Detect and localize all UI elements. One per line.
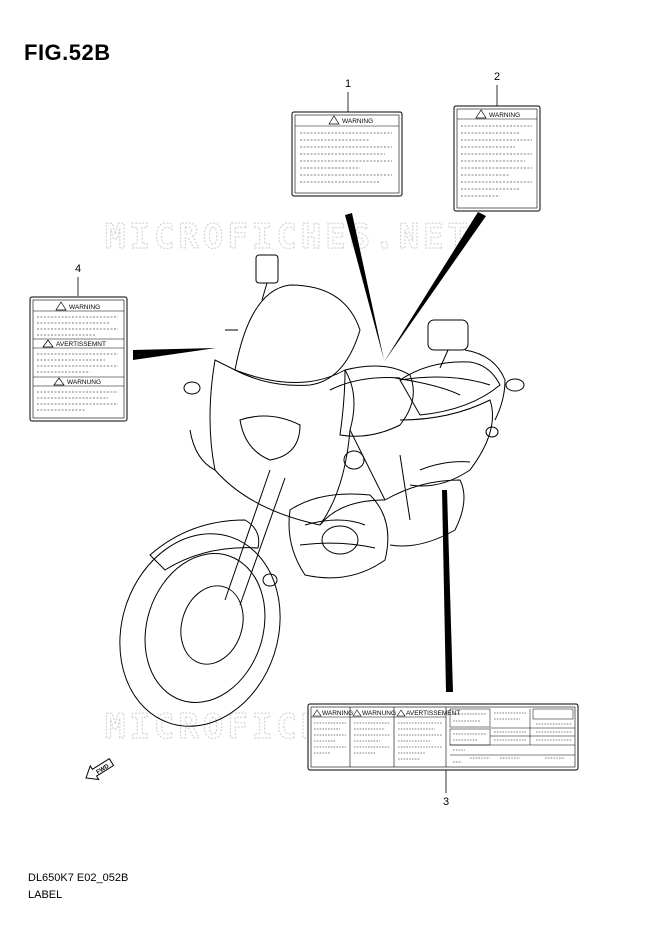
- svg-text:WARNUNG: WARNUNG: [362, 710, 396, 717]
- warning-triangle-icon: [328, 115, 340, 125]
- label-4-trilingual-warning: WARNING AVERTISSEMNT WARNUNG: [29, 296, 128, 422]
- warning-triangle-icon: [396, 709, 406, 717]
- motorcycle-illustration: [119, 254, 525, 727]
- leader-label-2: [384, 212, 486, 362]
- forward-arrow-icon: FWD: [85, 758, 115, 781]
- svg-text:3: 3: [443, 796, 449, 808]
- callout-4: 4: [75, 263, 81, 296]
- warning-triangle-icon: [55, 301, 67, 311]
- warning-triangle-icon: [475, 109, 487, 119]
- callout-2: 2: [494, 71, 500, 106]
- svg-text:2: 2: [494, 71, 500, 83]
- svg-text:WARNING: WARNING: [322, 710, 353, 717]
- leader-wedges: [133, 212, 486, 692]
- label-2-warning: WARNING: [453, 105, 541, 212]
- svg-text:WARNING: WARNING: [69, 304, 100, 311]
- svg-text:AVERTISSEMENT: AVERTISSEMENT: [406, 710, 460, 717]
- figure-title: FIG.52B: [24, 40, 111, 65]
- leader-label-4: [133, 348, 216, 360]
- warning-triangle-icon: [42, 339, 54, 348]
- model-code: DL650K7 E02_052B: [28, 872, 129, 884]
- section-name: LABEL: [28, 889, 63, 901]
- leader-label-1: [345, 213, 384, 360]
- svg-text:1: 1: [345, 78, 351, 90]
- label-1-warning: WARNING: [291, 111, 403, 197]
- warning-triangle-icon: [53, 377, 65, 386]
- label-3-tire-info-warning: WARNING WARNUNG AVERTISSEMENT: [307, 703, 579, 771]
- warning-triangle-icon: [312, 709, 322, 717]
- warning-triangle-icon: [352, 709, 362, 717]
- leader-label-3: [442, 490, 453, 692]
- watermark-top: MICROFICHES.NET: [105, 217, 472, 257]
- svg-text:WARNUNG: WARNUNG: [67, 379, 101, 386]
- callout-3: 3: [443, 770, 449, 808]
- callout-1: 1: [345, 78, 351, 112]
- label-1-heading: WARNING: [342, 118, 373, 125]
- svg-text:4: 4: [75, 263, 81, 275]
- svg-text:AVERTISSEMNT: AVERTISSEMNT: [56, 341, 106, 348]
- label-2-heading: WARNING: [489, 112, 520, 119]
